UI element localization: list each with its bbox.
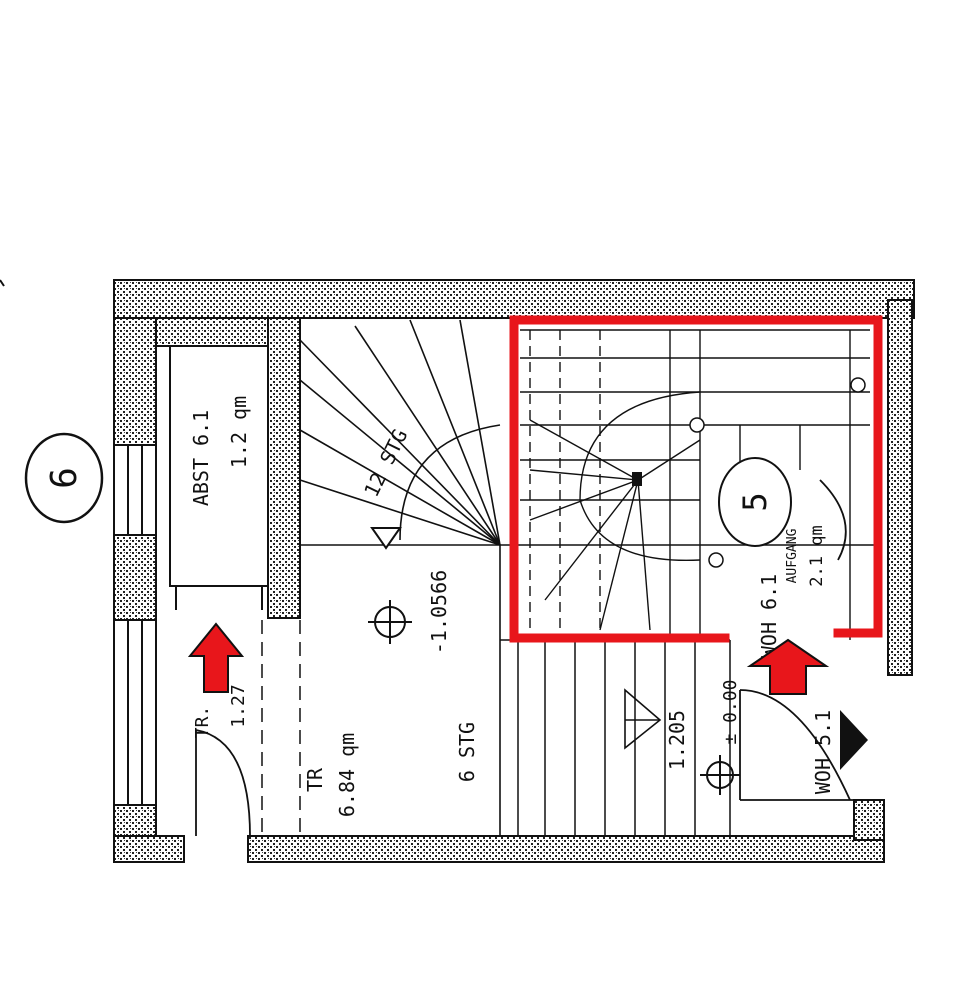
red-arrow-right [746,638,830,695]
aufgang-circle-label: 5 [736,492,774,511]
door-tr-swing [195,729,251,837]
stair-arrow-up [370,527,402,550]
north-triangle-marker [840,710,868,770]
winder-stair-lines [299,319,880,836]
aufgang-circle [718,457,792,547]
door-woh-swing [739,689,851,801]
window-left-lower [113,619,157,806]
woh-5-label: WOH 5.1 [811,710,835,794]
tr-area: 6.84 qm [335,733,359,817]
lower-stair-count: 6 STG [455,722,479,782]
lower-stair-riser: 1.205 [665,710,689,770]
lower-stair-arrow [624,688,662,750]
aufgang-name: AUFGANG [785,528,800,583]
circle-6-tag: 6 [24,432,104,524]
window-left [113,444,157,536]
woh-stair-label: WOH 6.1 [757,574,781,658]
wall-right [887,299,913,676]
level-marker-ground [700,755,740,795]
stair-node-top [689,417,705,433]
wall-abst-top [155,317,269,347]
level-upper: -1.0566 [427,570,451,654]
door-swings [195,479,855,837]
circle-6-label: 6 [44,467,85,489]
level-ground: ± 0.00 [720,679,741,744]
door-aufgang-swing [819,479,847,561]
abst-area: 1.2 qm [227,396,251,468]
lower-stair-lines [500,639,731,836]
level-marker-upper [368,600,412,644]
tr-name: TR [303,767,327,792]
stair-steps-box [520,329,870,640]
walls [113,279,915,863]
tr-door-value: 1.27 [228,684,249,727]
red-arrow-left [187,622,245,693]
stair-node-bottom [708,552,724,568]
room-abst-outline [169,345,269,587]
tr-door-label: TR. [192,706,213,739]
wall-abst-right [267,317,301,619]
stair-post [632,472,642,486]
wall-top [113,279,915,319]
highlight-box [509,315,883,643]
aufgang-area: 2.1 qm [807,525,827,586]
abst-name: ABST 6.1 [189,410,213,506]
wall-bottom [247,835,885,863]
wall-right-lower [853,799,885,841]
wall-bottom-left [113,835,185,863]
stair-node-right [850,377,866,393]
